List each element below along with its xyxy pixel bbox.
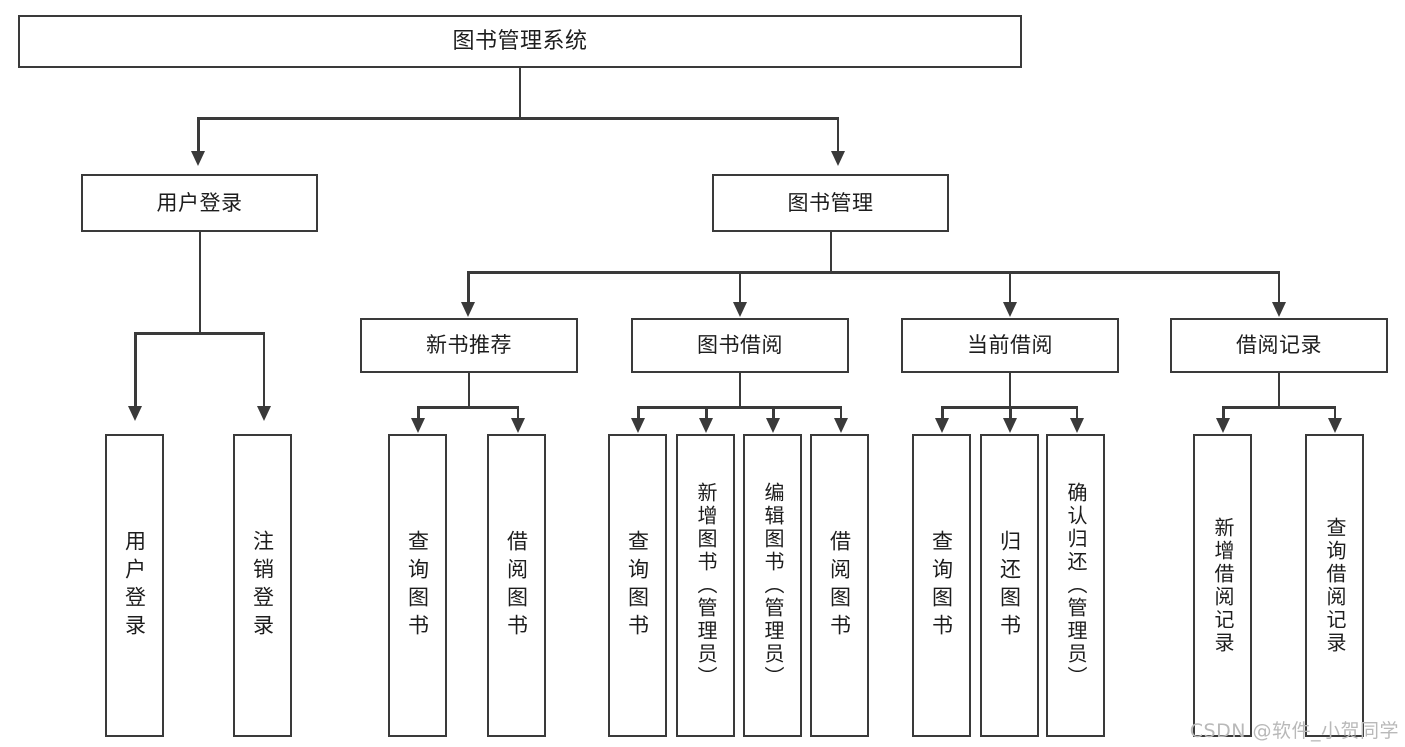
connector-bm-drop-1: [467, 271, 470, 304]
connector-bm-drop-4: [1277, 271, 1280, 304]
arrow-to-bb-edit-book: [766, 418, 781, 433]
leaf-nbr-borrow-book[interactable]: 借阅图书: [487, 434, 546, 737]
arrow-to-leaf-logout: [256, 406, 271, 421]
leaf-br-query-record[interactable]: 查询借阅记录: [1305, 434, 1364, 737]
watermark-text: CSDN @软件_小贺同学: [1189, 720, 1399, 742]
connector-bb-drop-1: [637, 406, 640, 420]
arrow-to-nbr-query-book: [411, 418, 426, 433]
arrow-to-bb-add-book: [699, 418, 714, 433]
node-root-book-management-system[interactable]: 图书管理系统: [18, 15, 1022, 68]
arrow-to-book-borrow: [732, 302, 747, 317]
connector-root-bus: [197, 117, 839, 120]
arrow-to-nbr-borrow-book: [510, 418, 525, 433]
leaf-bb-edit-book[interactable]: 编辑图书（管理员）: [743, 434, 802, 737]
connector-br-bus: [1222, 406, 1336, 409]
connector-user-login-bus: [134, 332, 265, 335]
connector-bm-drop-3: [1008, 271, 1011, 304]
leaf-bb-add-book[interactable]: 新增图书（管理员）: [676, 434, 735, 737]
leaf-user-login[interactable]: 用户登录: [105, 434, 164, 737]
connector-br-stem: [1277, 373, 1281, 407]
node-book-management[interactable]: 图书管理: [712, 174, 949, 232]
arrow-to-br-query-record: [1327, 418, 1342, 433]
leaf-br-add-record[interactable]: 新增借阅记录: [1193, 434, 1252, 737]
leaf-cb-confirm-return[interactable]: 确认归还（管理员）: [1046, 434, 1105, 737]
connector-book-management-stem: [829, 232, 832, 272]
node-new-book-recommend[interactable]: 新书推荐: [360, 318, 578, 373]
connector-nbr-bus: [417, 406, 519, 409]
connector-user-login-drop-1: [134, 332, 137, 408]
arrow-to-borrow-record: [1271, 302, 1286, 317]
leaf-bb-borrow-book[interactable]: 借阅图书: [810, 434, 869, 737]
connector-book-management-bus: [467, 271, 1280, 274]
connector-cb-stem: [1008, 373, 1012, 407]
connector-root-drop-right: [836, 117, 839, 153]
arrow-to-user-login: [191, 151, 206, 166]
connector-bb-stem: [738, 373, 742, 407]
leaf-cb-return-book[interactable]: 归还图书: [980, 434, 1039, 737]
node-book-borrow[interactable]: 图书借阅: [631, 318, 849, 373]
connector-bm-drop-2: [738, 271, 741, 304]
arrow-to-cb-confirm-return: [1069, 418, 1084, 433]
node-current-borrow[interactable]: 当前借阅: [901, 318, 1119, 373]
node-user-login[interactable]: 用户登录: [81, 174, 318, 232]
connector-cb-drop-1: [941, 406, 944, 420]
arrow-to-br-add-record: [1216, 418, 1231, 433]
connector-bb-drop-2: [705, 406, 708, 420]
leaf-nbr-query-book[interactable]: 查询图书: [388, 434, 447, 737]
arrow-to-current-borrow: [1002, 302, 1017, 317]
connector-user-login-drop-2: [262, 332, 265, 408]
connector-br-drop-1: [1222, 406, 1225, 420]
arrow-to-leaf-user-login: [128, 406, 143, 421]
arrow-to-bb-query-book: [631, 418, 646, 433]
arrow-to-cb-return-book: [1003, 418, 1018, 433]
leaf-cb-query-book[interactable]: 查询图书: [912, 434, 971, 737]
connector-nbr-drop-1: [417, 406, 420, 420]
arrow-to-bb-borrow-book: [833, 418, 848, 433]
leaf-logout[interactable]: 注销登录: [233, 434, 292, 737]
connector-root-stem: [518, 68, 521, 118]
node-borrow-record[interactable]: 借阅记录: [1170, 318, 1388, 373]
connector-br-drop-2: [1333, 406, 1336, 420]
arrow-to-new-book-recommend: [461, 302, 476, 317]
connector-root-drop-left: [197, 117, 200, 153]
connector-bb-bus: [637, 406, 842, 409]
leaf-bb-query-book[interactable]: 查询图书: [608, 434, 667, 737]
connector-user-login-stem: [198, 232, 201, 333]
arrow-to-cb-query-book: [935, 418, 950, 433]
arrow-to-book-management: [830, 151, 845, 166]
connector-cb-drop-2: [1009, 406, 1012, 420]
connector-cb-drop-3: [1075, 406, 1078, 420]
connector-nbr-stem: [467, 373, 471, 407]
connector-nbr-drop-2: [516, 406, 519, 420]
connector-bb-drop-4: [839, 406, 842, 420]
connector-bb-drop-3: [772, 406, 775, 420]
